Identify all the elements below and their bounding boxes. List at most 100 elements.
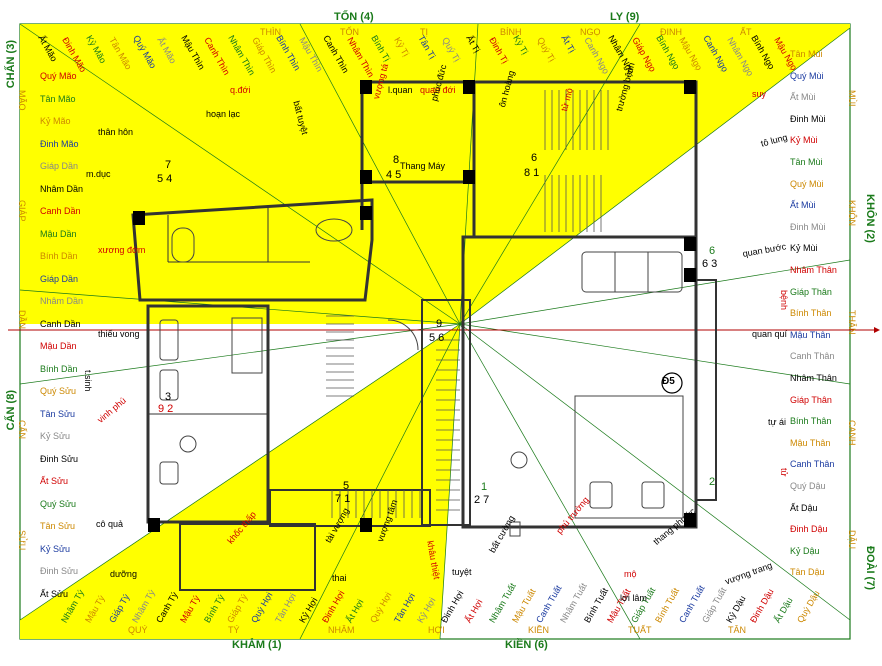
columns <box>133 80 696 532</box>
ring-label: Bính Thân <box>790 308 832 319</box>
ring-label: Tân Sửu <box>40 521 76 531</box>
annotation: q.đới <box>230 85 251 95</box>
ring-sector-label: MÃO <box>17 90 27 111</box>
annotation: tử <box>779 468 789 477</box>
annotation: suy <box>752 89 767 99</box>
ring-label: Đinh Sửu <box>40 453 79 464</box>
ring-label: Ất Dậu <box>790 502 818 513</box>
ring-sector-label: GIÁP <box>17 200 27 222</box>
direction-label-ton: TỐN (4) <box>334 11 374 23</box>
direction-label-doai: ĐOÀI (7) <box>864 546 876 590</box>
ring-sector-label: TỐN <box>340 27 359 37</box>
ring-label: Nhâm Dần <box>40 183 84 194</box>
sector-line <box>459 27 851 325</box>
ring-label: Tân Mão <box>40 93 76 104</box>
annotation: tuyệt <box>452 567 472 577</box>
ring-sector-label: TÂN <box>728 625 746 635</box>
ring-sector-label: TUẤT <box>628 625 652 635</box>
grid-number: 6 <box>531 152 538 164</box>
grid-number: 5 4 <box>157 173 173 185</box>
ring-label: Đinh Mùi <box>790 113 826 124</box>
sector-line <box>459 323 641 640</box>
ring-label: Đinh Dậu <box>790 524 828 535</box>
furniture <box>159 218 684 537</box>
annotation: lợi lâm <box>620 593 647 603</box>
d5-marker <box>661 372 683 394</box>
ring-label: Giáp Thân <box>790 394 832 405</box>
axis-arrow <box>874 327 880 333</box>
direction-label-ly: LY (9) <box>610 11 640 23</box>
annotation: bệnh <box>779 290 789 311</box>
ring-label: Bính Dần <box>40 251 78 261</box>
ring-sector-label: NHÂM <box>328 625 355 635</box>
ring-sector-label: QUÝ <box>128 625 148 635</box>
ring-label: Quý Sửu <box>40 498 77 509</box>
grid-number: 2 7 <box>474 494 490 506</box>
d5-label: Đ5 <box>662 376 675 387</box>
sector-line <box>19 323 461 621</box>
stairs-top <box>544 90 609 232</box>
ring-label: Bính Dần <box>40 363 78 374</box>
yellow-sector-bottom <box>20 324 460 639</box>
sector-line <box>439 323 461 640</box>
ring-label: Ất Mùi <box>790 92 816 103</box>
grid-number: 9 <box>436 318 443 330</box>
ring-sector-label: CẤN <box>17 420 27 440</box>
sector-line <box>459 23 641 325</box>
ring-label: Quý Mùi <box>790 70 824 81</box>
ring-sector-label: NGỌ <box>580 27 601 37</box>
direction-label-can: CẤN (8) <box>5 390 17 431</box>
annotation: xương đớm <box>98 245 146 255</box>
ring-sector-label: BÍNH <box>500 27 522 37</box>
ring-label: Tân Mùi <box>790 49 823 59</box>
grid-number: 3 <box>165 391 172 403</box>
grid-number: 4 5 <box>386 169 402 181</box>
ring-sector-label: TÝ <box>228 625 240 635</box>
annotation: dưỡng <box>110 569 137 579</box>
sector-line <box>19 23 461 325</box>
ring-label: Giáp Dần <box>40 273 79 284</box>
stairs-center <box>326 315 460 518</box>
direction-label-khon: KHÔN (2) <box>864 194 876 243</box>
direction-label-chan: CHẤN (3) <box>5 40 17 89</box>
grid-number: 6 <box>709 245 716 257</box>
ring-label: Kỷ Sửu <box>40 543 71 554</box>
ring-sector-label: THÌN <box>260 27 281 37</box>
ring-label: Đinh Sửu <box>40 566 79 576</box>
ring-sector-label: DẬU <box>847 530 857 550</box>
floor-plan-walls <box>131 80 717 591</box>
sector-line <box>459 323 851 385</box>
ring-label: Kỷ Sửu <box>40 431 71 441</box>
ring-label: Quý Dậu <box>790 481 826 491</box>
grid-number: 7 <box>165 159 172 171</box>
annotation: thân hôn <box>98 127 134 137</box>
ring-label: Nhâm Thân <box>790 373 837 383</box>
ring-label: Ất Sửu <box>40 588 69 599</box>
ring-label: Ất Sửu <box>40 476 69 486</box>
sector-line <box>299 323 461 640</box>
grid-number: 5 <box>343 480 350 492</box>
ring-label: Canh Thân <box>790 459 835 470</box>
ring-label: Đinh Mùi <box>790 221 826 232</box>
ring-label: Giáp Thân <box>790 286 832 297</box>
ring-sector-label: THÂN <box>847 310 857 335</box>
ring-label: Mậu Dần <box>40 228 77 239</box>
ring-label: Mậu Thân <box>790 437 831 448</box>
ring-sector-label: MÙI <box>847 90 857 107</box>
ring-label: Bính Thân <box>790 416 832 427</box>
annotation: thiếu vong <box>98 329 140 339</box>
ring-label: Quý Mão <box>40 71 77 81</box>
ring-sector-label: SỬU <box>17 530 27 551</box>
ring-sector-label: KIỀN <box>528 625 550 635</box>
ring-label: Giáp Dần <box>40 161 79 171</box>
grid-number: 8 <box>393 154 400 166</box>
ring-label: Kỷ Mão <box>40 116 71 126</box>
ring-sector-label: TỊ <box>420 27 428 37</box>
ring-label: Kỷ Dậu <box>790 545 820 556</box>
ring-label: Kỷ Mùi <box>790 135 818 146</box>
ring-label: Mậu Thân <box>790 329 831 340</box>
sector-line <box>459 323 851 621</box>
grid-number: 9 2 <box>158 403 174 415</box>
ring-sector-label: HỢI <box>428 625 445 635</box>
yellow-sector-top <box>20 24 850 324</box>
